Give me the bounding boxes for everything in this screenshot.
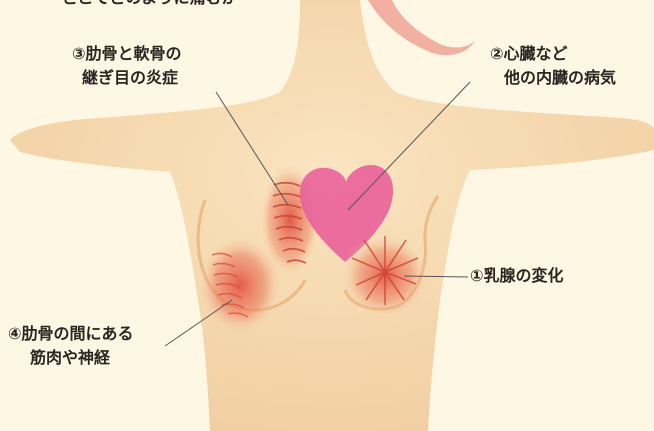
hair-strand bbox=[368, 0, 475, 55]
mammary-label: ①乳腺の変化 bbox=[470, 264, 564, 288]
intercostal-label-line2: 筋肉や神経 bbox=[8, 346, 134, 370]
rib-cartilage-label-line1: ③肋骨と軟骨の bbox=[72, 42, 182, 66]
rib-cartilage-label: ③肋骨と軟骨の 継ぎ目の炎症 bbox=[72, 42, 182, 90]
intercostal-label: ④肋骨の間にある 筋肉や神経 bbox=[8, 322, 134, 370]
intercostal-label-line1: ④肋骨の間にある bbox=[8, 322, 134, 346]
heart-label: ②心臓など 他の内臓の病気 bbox=[490, 42, 616, 90]
mammary-label-line1: ①乳腺の変化 bbox=[470, 264, 564, 288]
heart-label-line1: ②心臓など bbox=[490, 42, 616, 66]
rib-cartilage-label-line2: 継ぎ目の炎症 bbox=[72, 66, 182, 90]
heart-label-line2: 他の内臓の病気 bbox=[490, 66, 616, 90]
